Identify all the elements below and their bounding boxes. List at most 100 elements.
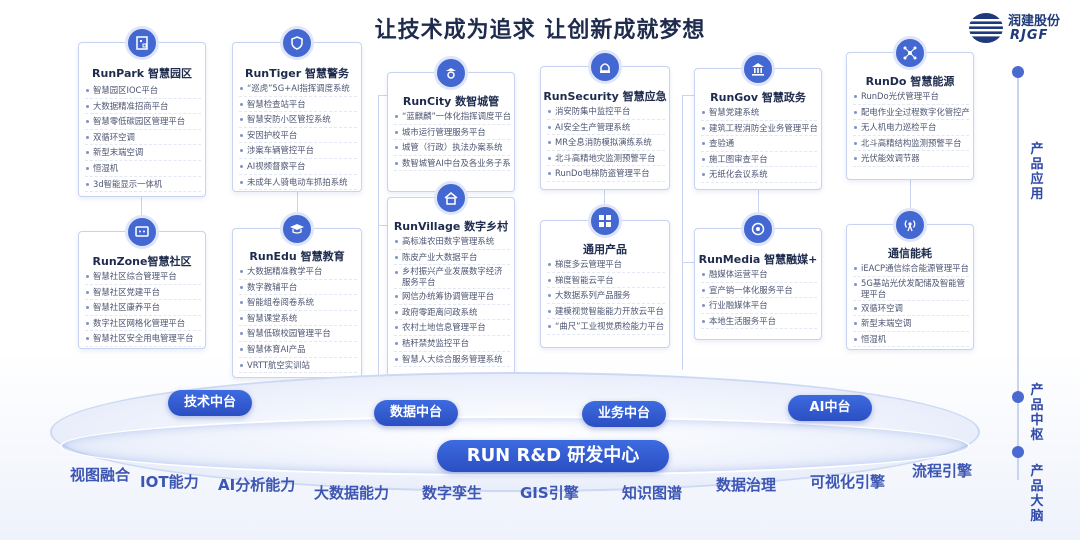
list-item: 梯度多云管理平台 xyxy=(547,257,665,273)
list-item: 新型末端空调 xyxy=(85,145,201,161)
card-runsecurity: RunSecurity 智慧应急 消安防集中监控平台 AI安全生产管理系统 MR… xyxy=(540,50,670,190)
media-icon xyxy=(741,212,775,246)
platform-ai: AI中台 xyxy=(788,395,872,421)
connector-line xyxy=(682,95,694,96)
list-item: 城市运行管理服务平台 xyxy=(394,125,510,141)
list-item: 网信办统筹协调管理平台 xyxy=(394,289,510,305)
list-item: “曲尺”工业视觉质检能力平台 xyxy=(547,319,665,335)
government-icon xyxy=(741,52,775,86)
list-item: 本地生活服务平台 xyxy=(701,314,817,330)
list-item: 智慧园区IOC平台 xyxy=(85,83,201,99)
list-item: 双循环空调 xyxy=(85,130,201,146)
platform-ring-inner xyxy=(60,416,970,476)
capability-label: 数据治理 xyxy=(716,476,777,494)
list-item: 数智城管AI中台及各业务子系统 xyxy=(394,156,510,172)
list-item: 查验通 xyxy=(701,136,817,152)
logo-chinese-name: 润建股份 xyxy=(1008,14,1061,29)
list-item: 乡村振兴产业发展数字经济服务平台 xyxy=(394,265,510,290)
list-item: 农村土地信息管理平台 xyxy=(394,320,510,336)
list-item: 北斗高精地灾监测预警平台 xyxy=(547,151,665,167)
card-runzone: RunZone智慧社区 智慧社区综合管理平台 智慧社区党建平台 智慧社区康养平台… xyxy=(78,215,206,349)
list-item: 恒湿机 xyxy=(85,161,201,177)
alarm-icon xyxy=(588,50,622,84)
list-item: 宣产销一体化服务平台 xyxy=(701,283,817,299)
list-item: 智慧党建系统 xyxy=(701,105,817,121)
card-title: RunVillage 数字乡村 xyxy=(393,220,509,233)
card-title: RunZone智慧社区 xyxy=(92,255,192,268)
list-item: 智慧社区党建平台 xyxy=(85,285,201,301)
list-item: 梯度智能云平台 xyxy=(547,273,665,289)
capability-label: IOT能力 xyxy=(140,473,199,491)
list-item: 涉案车辆管控平台 xyxy=(239,143,357,159)
card-runmedia: RunMedia 智慧融媒+ 融媒体运营平台 宣产销一体化服务平台 行业融媒体平… xyxy=(694,212,822,340)
card-runpark: RunPark 智慧园区 智慧园区IOC平台 大数据精准招商平台 智慧零低碳园区… xyxy=(78,26,206,197)
list-item: 陈皮产业大数据平台 xyxy=(394,250,510,266)
card-title: RunDo 智慧能源 xyxy=(865,75,955,88)
list-item: VRTT航空实训站 xyxy=(239,358,357,374)
list-item: “巡虎”5G+AI指挥调度系统 xyxy=(239,81,357,97)
card-item-list: 智慧社区综合管理平台 智慧社区党建平台 智慧社区康养平台 数字社区网格化管理平台… xyxy=(85,269,201,347)
list-item: 恒湿机 xyxy=(853,332,969,348)
connector-line xyxy=(682,95,683,370)
list-item: 智慧课堂系统 xyxy=(239,311,357,327)
list-item: 消安防集中监控平台 xyxy=(547,104,665,120)
card-runcity: RunCity 数智城管 “蓝麒麟”一体化指挥调度平台 城市运行管理服务平台 城… xyxy=(387,56,515,192)
card-item-list: 高标准农田数字管理系统 陈皮产业大数据平台 乡村振兴产业发展数字经济服务平台 网… xyxy=(394,234,510,368)
list-item: 配电作业全过程数字化管控产品 xyxy=(853,105,969,121)
card-rundo: RunDo 智慧能源 RunDo光伏管理平台 配电作业全过程数字化管控产品 无人… xyxy=(846,36,974,180)
list-item: 大数据系列产品服务 xyxy=(547,288,665,304)
list-item: AI安全生产管理系统 xyxy=(547,120,665,136)
list-item: 政府零距离问政系统 xyxy=(394,305,510,321)
card-title: RunPark 智慧园区 xyxy=(92,67,192,80)
list-item: 城管（行政）执法办案系统 xyxy=(394,140,510,156)
list-item: 智慧零低碳园区管理平台 xyxy=(85,114,201,130)
card-telecom-energy: 通信能耗 iEACP通信综合能源管理平台 5G基站光伏发配储及智能管理平台 双循… xyxy=(846,208,974,350)
card-title: 通用产品 xyxy=(583,243,627,256)
platform-data: 数据中台 xyxy=(374,400,458,426)
list-item: 智慧社区安全用电管理平台 xyxy=(85,331,201,347)
card-item-list: 消安防集中监控平台 AI安全生产管理系统 MR全息消防模拟演练系统 北斗高精地灾… xyxy=(547,104,665,182)
list-item: 双循环空调 xyxy=(853,301,969,317)
card-rungov: RunGov 智慧政务 智慧党建系统 建筑工程消防全业务管理平台 查验通 施工图… xyxy=(694,52,822,190)
list-item: 建模视觉智能能力开放云平台 xyxy=(547,304,665,320)
side-label-brain: 产品大脑 xyxy=(1030,464,1044,524)
logo-english-name: RJGF xyxy=(1010,28,1049,43)
connector-line xyxy=(758,190,759,226)
list-item: 行业融媒体平台 xyxy=(701,298,817,314)
card-runvillage: RunVillage 数字乡村 高标准农田数字管理系统 陈皮产业大数据平台 乡村… xyxy=(387,181,515,377)
list-item: 新型末端空调 xyxy=(853,316,969,332)
card-title: 通信能耗 xyxy=(888,247,932,260)
capability-label: 流程引擎 xyxy=(912,462,973,480)
city-manager-icon xyxy=(434,56,468,90)
list-item: 北斗高精结构监测预警平台 xyxy=(853,136,969,152)
timeline-dot-brain xyxy=(1012,446,1024,458)
list-item: 智慧社区综合管理平台 xyxy=(85,269,201,285)
list-item: 智慧人大综合服务管理系统 xyxy=(394,352,510,368)
timeline-dot-middle xyxy=(1012,391,1024,403)
list-item: RunDo电梯防盗管理平台 xyxy=(547,166,665,182)
list-item: 智慧体育AI产品 xyxy=(239,342,357,358)
list-item: “蓝麒麟”一体化指挥调度平台 xyxy=(394,109,510,125)
side-label-middle: 产品中枢 xyxy=(1030,383,1044,443)
card-item-list: “巡虎”5G+AI指挥调度系统 智慧检查站平台 智慧安防小区管控系统 安因护校平… xyxy=(239,81,357,191)
list-item: 光伏能效调节器 xyxy=(853,151,969,167)
card-title: RunEdu 智慧教育 xyxy=(249,250,345,263)
card-item-list: “蓝麒麟”一体化指挥调度平台 城市运行管理服务平台 城管（行政）执法办案系统 数… xyxy=(394,109,510,172)
list-item: 数字教辅平台 xyxy=(239,280,357,296)
capability-label: 大数据能力 xyxy=(314,484,390,502)
signal-tower-icon xyxy=(893,208,927,242)
network-icon xyxy=(893,36,927,70)
list-item: 智慧低碳校园管理平台 xyxy=(239,326,357,342)
capability-label: 可视化引擎 xyxy=(810,473,886,491)
card-item-list: RunDo光伏管理平台 配电作业全过程数字化管控产品 无人机电力巡检平台 北斗高… xyxy=(853,89,969,167)
connector-line xyxy=(378,95,379,375)
list-item: 大数据精准教学平台 xyxy=(239,264,357,280)
rd-center-banner: RUN R&D 研发中心 xyxy=(437,440,669,472)
list-item: 融媒体运营平台 xyxy=(701,267,817,283)
list-item: 施工图审查平台 xyxy=(701,152,817,168)
list-item: 数字社区网格化管理平台 xyxy=(85,316,201,332)
grid-icon xyxy=(588,204,622,238)
card-title: RunGov 智慧政务 xyxy=(710,91,806,104)
capability-label: 数字孪生 xyxy=(422,484,483,502)
list-item: 5G基站光伏发配储及智能管理平台 xyxy=(853,277,969,301)
